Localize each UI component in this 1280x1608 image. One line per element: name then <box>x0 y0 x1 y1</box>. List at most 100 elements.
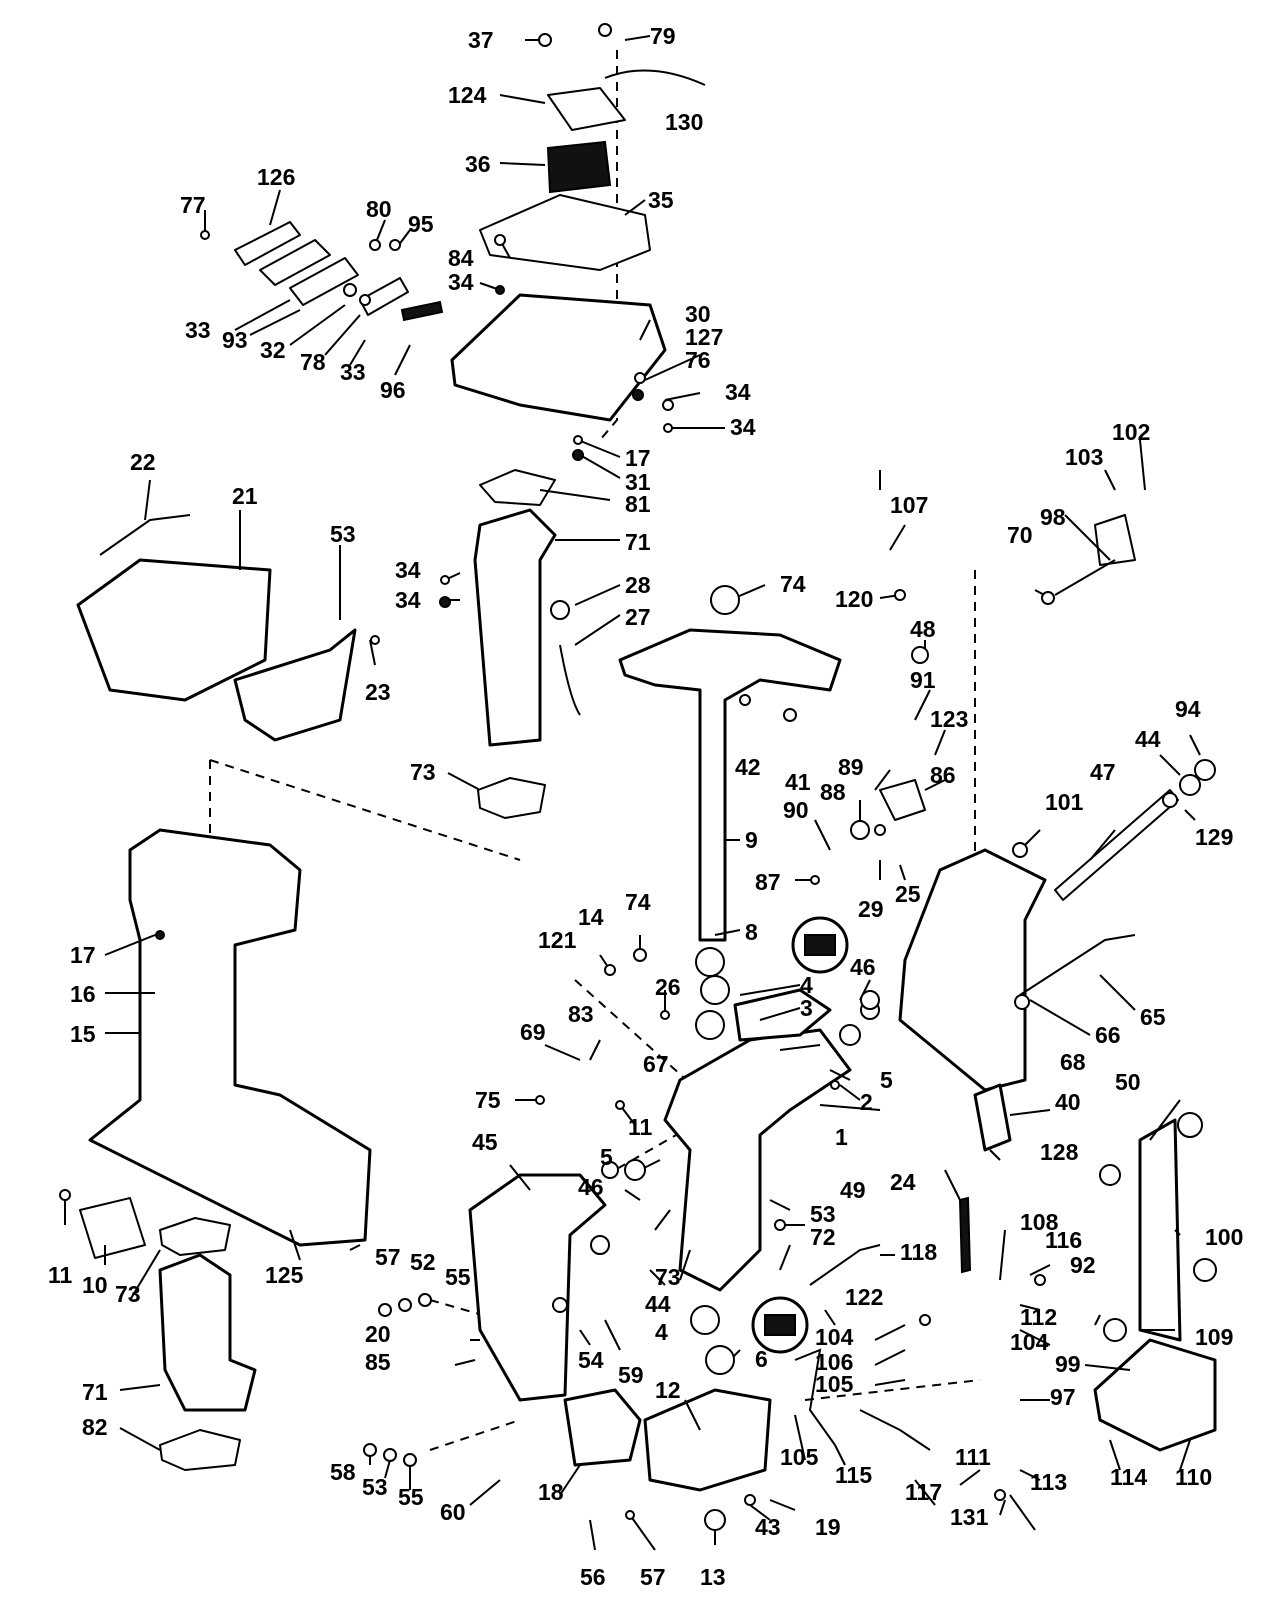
callout-50: 50 <box>1115 1069 1141 1095</box>
bracket-96 <box>1094 514 1136 566</box>
callout-4-lower: 4 <box>655 1319 668 1345</box>
callout-61: 65 <box>1140 1004 1166 1030</box>
callout-14: 14 <box>578 904 604 930</box>
plate-32 <box>289 257 359 306</box>
callout-38: 36 <box>465 151 491 177</box>
detail-callouts <box>751 916 849 1354</box>
callout-80: 82 <box>82 1414 108 1440</box>
exhaust-adapter-67 <box>158 1253 257 1412</box>
seal-80 <box>159 1429 241 1471</box>
callout-27: 27 <box>625 604 651 630</box>
callout-128: 130 <box>665 109 703 135</box>
callout-71-lower: 73 <box>115 1281 141 1307</box>
callout-121: 123 <box>930 706 968 732</box>
callout-71-upper: 73 <box>410 759 436 785</box>
callout-31: 31 <box>625 469 651 495</box>
callout-106: 107 <box>890 492 928 518</box>
callout-53-upper: 52 <box>410 1249 436 1275</box>
callout-125: 127 <box>685 324 723 350</box>
callout-46-right: 46 <box>850 954 876 980</box>
callout-42: 42 <box>735 754 761 780</box>
callout-57: 57 <box>640 1564 666 1590</box>
callout-12: 12 <box>655 1377 681 1403</box>
callout-17-left: 17 <box>70 942 96 968</box>
callout-66: 70 <box>1007 522 1033 548</box>
callout-15: 15 <box>70 1021 96 1047</box>
callout-73-top: 74 <box>625 889 651 915</box>
bracket-84 <box>879 779 926 821</box>
callout-56: 56 <box>580 1564 606 1590</box>
callout-10: 10 <box>82 1272 108 1298</box>
callout-84: 86 <box>930 762 956 788</box>
callout-52: 53 <box>810 1201 836 1227</box>
gasket-37 <box>479 194 651 271</box>
seal-71-lower <box>159 1217 231 1256</box>
callout-36: 34 <box>725 379 751 405</box>
callout-100: 102 <box>1112 419 1150 445</box>
callout-9: 11 <box>628 1114 653 1140</box>
cover-plate-122 <box>547 87 626 131</box>
callout-7: 9 <box>745 827 758 853</box>
callout-64: 68 <box>1060 1049 1086 1075</box>
callout-24: 24 <box>890 1169 916 1195</box>
callout-83: 85 <box>365 1349 391 1375</box>
callout-68: 71 <box>625 529 651 555</box>
hardware <box>59 23 1217 1531</box>
callout-89: 91 <box>910 667 936 693</box>
callout-112: 113 <box>1030 1469 1067 1495</box>
power-pack-38 <box>546 140 612 194</box>
callout-115: 116 <box>1045 1227 1082 1253</box>
callout-60: 60 <box>440 1499 466 1525</box>
callout-123: 125 <box>265 1262 304 1288</box>
callout-116: 117 <box>905 1479 942 1505</box>
callout-85: 87 <box>755 869 781 895</box>
callout-13: 13 <box>700 1564 726 1590</box>
callout-5-right: 5 <box>880 1067 893 1093</box>
callout-55-lower: 55 <box>398 1484 424 1510</box>
callout-65: 69 <box>520 1019 546 1045</box>
callout-129: 131 <box>950 1504 989 1530</box>
bracket-109 <box>1093 1338 1217 1452</box>
callout-108: 109 <box>1195 1324 1233 1350</box>
callout-119: 121 <box>538 927 577 953</box>
callout-69: 72 <box>810 1224 836 1250</box>
callout-81: 83 <box>568 1001 594 1027</box>
callout-47: 47 <box>1090 759 1116 785</box>
callout-26: 26 <box>655 974 681 1000</box>
swivel-bracket-1 <box>663 1028 852 1292</box>
callout-58-upper: 57 <box>375 1244 401 1270</box>
callout-97: 99 <box>1055 1351 1081 1377</box>
callout-88: 90 <box>783 797 809 823</box>
callout-labels: 37 79 124 130 36 35 126 77 80 95 84 34 3… <box>48 23 1243 1590</box>
callout-127: 129 <box>1195 824 1233 850</box>
callout-92: 94 <box>1175 696 1201 722</box>
callout-16: 16 <box>70 981 96 1007</box>
stern-bracket-45 <box>468 1173 607 1402</box>
callout-122: 124 <box>448 82 487 108</box>
callout-17-top: 17 <box>625 445 651 471</box>
callout-105: 106 <box>815 1349 853 1375</box>
manifold-124 <box>234 221 301 266</box>
block-40 <box>973 1083 1012 1152</box>
callout-58-lower: 58 <box>330 1459 356 1485</box>
callout-114: 115 <box>835 1462 872 1488</box>
callout-41: 41 <box>785 769 811 795</box>
block-18 <box>563 1388 642 1467</box>
callout-67: 71 <box>82 1379 108 1405</box>
callout-59: 59 <box>618 1362 644 1388</box>
callout-43: 43 <box>755 1514 781 1540</box>
callout-44-left: 44 <box>645 1291 671 1317</box>
callout-111: 112 <box>1020 1304 1057 1330</box>
callout-90: 92 <box>1070 1252 1096 1278</box>
callout-76: 78 <box>300 349 326 375</box>
callout-44-right: 44 <box>1135 726 1161 752</box>
lever-116 <box>859 1409 931 1451</box>
callout-62: 66 <box>1095 1022 1121 1048</box>
spring-24 <box>958 1196 972 1274</box>
callout-63: 67 <box>643 1051 669 1077</box>
callout-95: 97 <box>1050 1384 1076 1410</box>
callout-87: 89 <box>838 754 864 780</box>
exhaust-tube-68 <box>473 508 557 747</box>
callout-126: 128 <box>1040 1139 1079 1165</box>
cover-plate-10 <box>79 1197 146 1259</box>
